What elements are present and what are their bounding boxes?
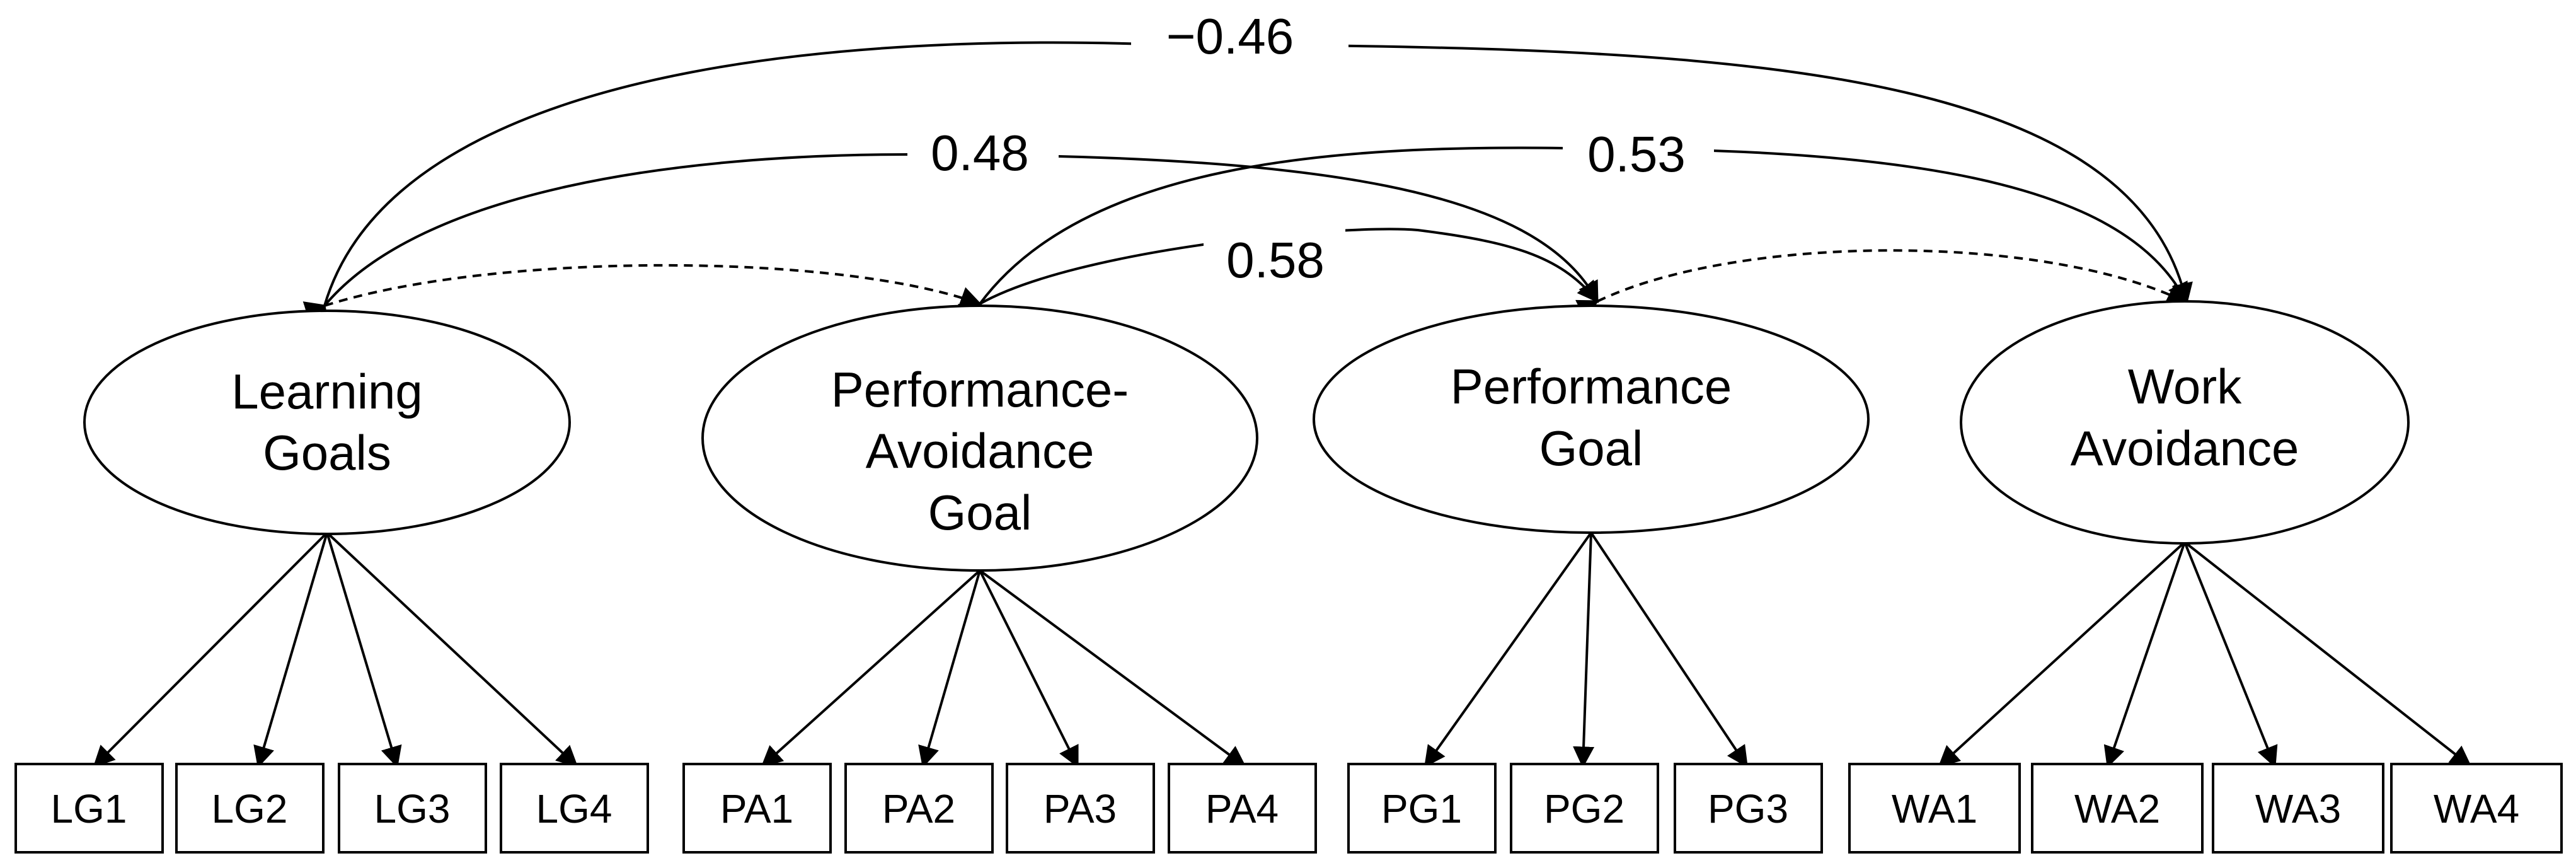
coefficient-labels: −0.46 0.48 0.53 0.58: [907, 1, 1714, 288]
corr-lg-pa-dashed: [302, 264, 982, 322]
item-box-pg3: [1674, 763, 1823, 854]
loading-wa1: [1938, 541, 2186, 768]
coef-lg-pg: 0.48: [931, 125, 1029, 181]
loading-pg1: [1424, 531, 1592, 768]
loading-pg3: [1590, 531, 1748, 768]
loading-lg1: [93, 531, 328, 768]
item-box-pa1: [682, 763, 832, 854]
construct-label-line: Goal: [928, 485, 1032, 540]
item-box-wa4: [2390, 763, 2563, 854]
construct-learning-goals: Learning Goals: [83, 310, 571, 535]
loading-lg2: [253, 532, 328, 768]
item-box-pa2: [844, 763, 994, 854]
construct-label-line: Work: [2128, 359, 2243, 414]
construct-performance-avoidance-goal: Performance- Avoidance Goal: [701, 304, 1258, 572]
item-box-lg1: [14, 763, 164, 854]
loading-arrows: [93, 531, 2472, 768]
item-label-wa2: WA2: [2074, 786, 2160, 831]
item-label-lg4: LG4: [536, 786, 612, 831]
loading-wa3: [2183, 542, 2278, 768]
item-label-pg3: PG3: [1708, 786, 1788, 831]
item-box-pg1: [1347, 763, 1497, 854]
loading-wa4: [2183, 541, 2472, 768]
item-label-pa3: PA3: [1044, 786, 1117, 831]
loading-pa2: [918, 570, 981, 768]
item-label-wa1: WA1: [1892, 786, 1977, 831]
construct-label-line: Performance-: [831, 362, 1129, 417]
item-label-lg2: LG2: [212, 786, 288, 831]
loading-pg2: [1573, 532, 1595, 768]
item-label-pg2: PG2: [1544, 786, 1624, 831]
construct-label-line: Learning: [231, 364, 423, 419]
construct-label-line: Goals: [263, 425, 391, 480]
observed-items: LG1 LG2 LG3 LG4 PA1 PA2 PA3 PA4 PG1 PG2 …: [14, 763, 2563, 854]
loading-pa3: [979, 570, 1079, 768]
item-box-lg3: [338, 763, 487, 854]
item-box-wa1: [1848, 763, 2021, 854]
coef-pa-pg: 0.58: [1226, 232, 1325, 288]
item-label-pa4: PA4: [1205, 786, 1279, 831]
item-label-wa3: WA3: [2255, 786, 2341, 831]
loading-wa2: [2103, 542, 2186, 768]
item-label-pa2: PA2: [882, 786, 955, 831]
item-box-lg2: [175, 763, 325, 854]
corr-pa-pg-curve: [957, 228, 1599, 323]
loading-pa4: [979, 569, 1246, 768]
construct-work-avoidance: Work Avoidance: [1960, 300, 2410, 545]
item-label-pa1: PA1: [720, 786, 793, 831]
item-box-pg2: [1510, 763, 1659, 854]
item-box-lg4: [500, 763, 649, 854]
item-box-pa4: [1168, 763, 1317, 854]
construct-performance-goal: Performance Goal: [1313, 304, 1870, 534]
item-box-pa3: [1006, 763, 1155, 854]
construct-label-line: Goal: [1539, 420, 1643, 476]
construct-label-line: Avoidance: [866, 423, 1095, 478]
item-label-lg1: LG1: [51, 786, 127, 831]
construct-label-line: Performance: [1451, 359, 1732, 414]
loading-pa1: [761, 569, 981, 768]
loading-lg3: [326, 532, 402, 768]
item-label-lg3: LG3: [374, 786, 451, 831]
construct-label-line: Avoidance: [2071, 420, 2299, 476]
coef-pa-wa: 0.53: [1587, 126, 1686, 182]
item-box-wa2: [2031, 763, 2204, 854]
coef-lg-wa: −0.46: [1166, 8, 1294, 64]
item-label-pg1: PG1: [1381, 786, 1462, 831]
item-label-wa4: WA4: [2434, 786, 2519, 831]
loading-lg4: [326, 531, 578, 768]
item-box-wa3: [2212, 763, 2384, 854]
corr-pg-wa-dashed: [1575, 249, 2189, 320]
